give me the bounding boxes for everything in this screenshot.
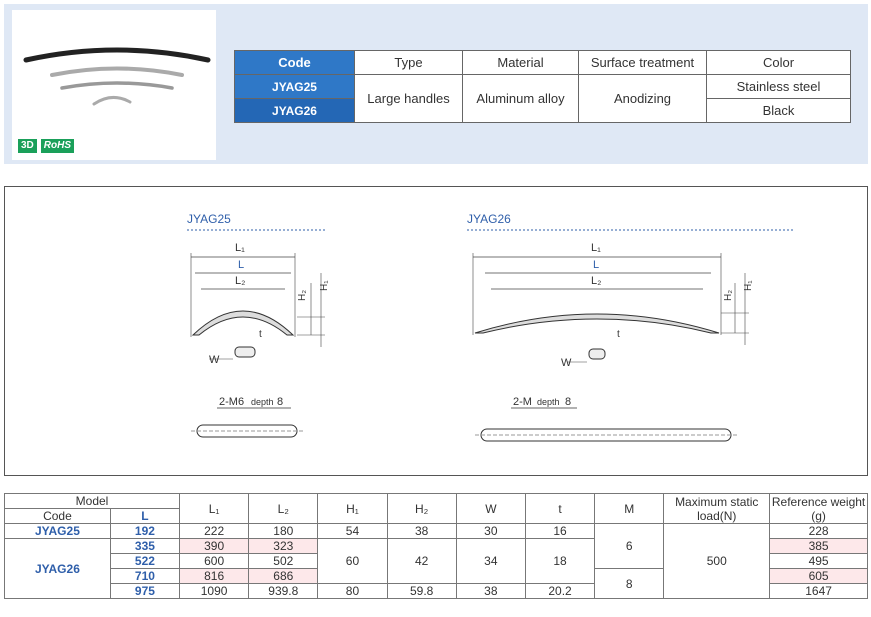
m-value-6: 6	[594, 523, 665, 569]
w-value: 38	[455, 583, 526, 599]
l2-value: 939.8	[248, 583, 319, 599]
code-jyag26: JYAG26	[4, 538, 111, 599]
header-code: Code	[4, 508, 111, 524]
spec-table: Code Type Material Surface treatment Col…	[234, 50, 851, 123]
weight-value: 605	[769, 568, 868, 584]
w-value: 34	[455, 538, 526, 584]
h1-value: 60	[317, 538, 388, 584]
max-load-value: 500	[663, 523, 771, 599]
rohs-badge: RoHS	[40, 139, 75, 153]
right-dim-h1: H₁	[743, 280, 754, 291]
right-drawing-title: JYAG26	[467, 212, 511, 226]
spec-surface: Anodizing	[578, 74, 707, 123]
spec-header-code: Code	[234, 50, 355, 75]
left-dim-l2: L₂	[235, 275, 245, 287]
spec-material: Aluminum alloy	[462, 74, 579, 123]
left-dim-l1: L₁	[235, 242, 245, 254]
left-dim-l: L	[238, 259, 244, 271]
right-dim-l: L	[593, 259, 599, 271]
h2-value: 38	[386, 523, 457, 539]
header-h2: H₂	[386, 493, 457, 524]
h1-value: 80	[317, 583, 388, 599]
header-max-load: Maximum static load(N)	[663, 493, 771, 524]
right-hole-label: 2-M	[513, 396, 532, 408]
left-depth-value: 8	[277, 396, 283, 408]
header-l: L	[109, 508, 181, 524]
left-depth-word: depth	[251, 397, 274, 407]
header-l1: L₁	[179, 493, 250, 524]
3d-badge: 3D	[18, 139, 37, 153]
h2-value: 59.8	[386, 583, 457, 599]
t-value: 16	[524, 523, 596, 539]
l-value: 975	[109, 583, 181, 599]
l1-value: 390	[179, 538, 250, 554]
header-w: W	[455, 493, 526, 524]
right-depth-value: 8	[565, 396, 571, 408]
right-depth-word: depth	[537, 397, 560, 407]
dimensions-table: Model L₁ L₂ H₁ H₂ W t M Maximum static l…	[3, 493, 868, 599]
h1-value: 54	[317, 523, 388, 539]
right-dim-h2: H₂	[723, 290, 734, 301]
right-dim-w: W	[561, 357, 572, 369]
weight-value: 228	[769, 523, 868, 539]
weight-value: 1647	[769, 583, 868, 599]
left-dim-t: t	[259, 329, 262, 340]
left-dim-h1: H₁	[319, 280, 330, 291]
header-l2: L₂	[248, 493, 319, 524]
spec-color-black: Black	[706, 98, 851, 123]
weight-value: 385	[769, 538, 868, 554]
header-h1: H₁	[317, 493, 388, 524]
t-value: 18	[524, 538, 596, 584]
spec-header-type: Type	[354, 50, 463, 75]
weight-value: 495	[769, 553, 868, 569]
spec-code-jyag26: JYAG26	[234, 98, 355, 123]
l1-value: 222	[179, 523, 250, 539]
header-m: M	[594, 493, 665, 524]
product-header-panel: 3D RoHS Code Type Material Surface treat…	[4, 4, 868, 164]
table-row: 710 816 686 8 605	[5, 568, 868, 599]
code-jyag25: JYAG25	[4, 523, 111, 539]
spec-color-stainless: Stainless steel	[706, 74, 851, 99]
technical-drawing-panel: JYAG25 L₁ L L₂ H₂ H₁ W t 2-M6 depth 8 JY	[4, 186, 868, 476]
h2-value: 42	[386, 538, 457, 584]
m-value-8: 8	[594, 568, 665, 599]
header-weight: Reference weight (g)	[769, 493, 868, 524]
l-value: 192	[109, 523, 181, 539]
l2-value: 323	[248, 538, 319, 554]
l2-value: 180	[248, 523, 319, 539]
left-dim-h2: H₂	[297, 290, 308, 301]
handles-illustration	[23, 47, 211, 106]
right-dim-l1: L₁	[591, 242, 601, 254]
right-dim-t: t	[617, 329, 620, 340]
spec-header-material: Material	[462, 50, 579, 75]
spec-code-jyag25: JYAG25	[234, 74, 355, 99]
l1-value: 600	[179, 553, 250, 569]
header-model: Model	[3, 493, 181, 509]
t-value: 20.2	[524, 583, 596, 599]
right-dim-l2: L₂	[591, 275, 601, 287]
spec-header-surface: Surface treatment	[578, 50, 707, 75]
l-value: 522	[109, 553, 181, 569]
left-drawing-title: JYAG25	[187, 212, 231, 226]
l2-value: 502	[248, 553, 319, 569]
l1-value: 1090	[179, 583, 250, 599]
l-value: 710	[109, 568, 181, 584]
left-dim-w: W	[209, 354, 220, 366]
spec-type: Large handles	[354, 74, 463, 123]
technical-drawing: JYAG25 L₁ L L₂ H₂ H₁ W t 2-M6 depth 8 JY	[187, 212, 795, 442]
spec-header-color: Color	[706, 50, 851, 75]
table-row: JYAG25 192 222 180 54 38 30 16 6 500 228	[4, 523, 868, 599]
table-row: 975 1090 939.8 80 59.8 38 20.2 1647	[5, 583, 868, 599]
left-hole-label: 2-M6	[219, 396, 244, 408]
l2-value: 686	[248, 568, 319, 584]
l1-value: 816	[179, 568, 250, 584]
header-t: t	[524, 493, 596, 524]
w-value: 30	[455, 523, 526, 539]
l-value: 335	[109, 538, 181, 554]
product-image: 3D RoHS	[12, 10, 216, 160]
